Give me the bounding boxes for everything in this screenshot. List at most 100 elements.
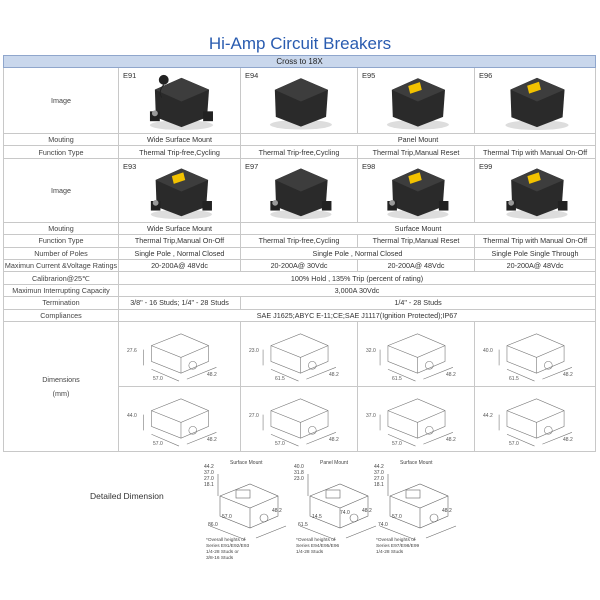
drawing-title: Panel Mount	[320, 460, 349, 466]
dimension-value: 57.0	[392, 514, 402, 520]
row-label-image: Image	[3, 157, 119, 223]
calibration-value: 100% Hold , 135% Trip (percent of rating…	[117, 271, 597, 285]
rating-value: 20-200A@ 48Vdc	[357, 258, 475, 273]
model-label: E96	[479, 71, 493, 80]
dimension-value: 61.5	[392, 375, 402, 382]
breaker-image	[359, 69, 474, 133]
row-label-termination: Termination	[3, 296, 119, 310]
row-label-dimensions: Dimensions (mm)	[3, 320, 119, 452]
dimensions-label: Dimensions	[42, 374, 80, 384]
product-cell: E94	[240, 67, 358, 134]
dimension-value: 61.5	[298, 522, 308, 528]
dimension-value: 48.2	[362, 508, 372, 514]
breaker-image	[242, 159, 357, 221]
rating-value: 20-200A@ 48Vdc	[118, 258, 241, 273]
dimension-value: 48.2	[329, 371, 339, 378]
mounting-value: Wide Surface Mount	[118, 221, 241, 236]
dimension-value: 48.2	[442, 508, 452, 514]
dimension-value: 27.0	[249, 412, 259, 419]
product-cell: E91	[118, 67, 241, 134]
function-value: Thermal Trip,Manual Reset	[357, 234, 475, 248]
product-cell: E97	[240, 157, 358, 223]
dimension-value: 23.0	[249, 347, 259, 354]
function-value: Thermal Trip,Manual On-Off	[118, 234, 241, 248]
breaker-image	[359, 159, 474, 221]
note-line: *Overall heights of	[206, 538, 246, 543]
dimension-value: 48.2	[446, 436, 456, 443]
row-label-ratings: Maximun Current &Voltage Ratings	[3, 258, 119, 273]
dimension-value: 44.0	[127, 412, 137, 419]
dimension-drawing: 23.0 61.5 48.2	[240, 320, 358, 387]
breaker-image	[476, 69, 595, 133]
row-label-mounting: Mouting	[3, 132, 119, 147]
page-title: Hi-Amp Circuit Breakers	[208, 34, 392, 53]
row-label-interrupt: Maximun Interrupting Capacity	[3, 283, 119, 298]
note-line: 1/4-28 Studs	[296, 550, 324, 555]
rating-value: 20-200A@ 48Vdc	[473, 258, 597, 273]
model-label: E99	[479, 161, 493, 171]
mounting-value: Wide Surface Mount	[118, 132, 241, 147]
dimension-value: 61.5	[275, 375, 285, 382]
note-line: Series E97/E98/E99	[376, 544, 420, 549]
note-line: Series E91/E92/E93	[206, 544, 250, 549]
product-cell: E95	[357, 67, 475, 134]
note-line: *Overall heights of	[376, 538, 416, 543]
row-label-mounting: Mouting	[3, 221, 119, 236]
height-value: 44.2	[204, 464, 214, 470]
dimension-drawing: 44.0 57.0 48.2	[118, 385, 241, 452]
row-label-calibration: Calibrarion@25℃	[3, 271, 119, 285]
height-value: 23.0	[294, 476, 304, 482]
model-label: E98	[362, 161, 376, 171]
dimension-value: 32.0	[366, 347, 376, 354]
dimension-value: 57.0	[222, 514, 232, 520]
dimension-value: 40.0	[483, 347, 493, 354]
poles-value: Single Pole Single Through	[473, 246, 597, 260]
row-label-function: Function Type	[3, 234, 119, 248]
product-cell: E99	[473, 157, 597, 223]
dimension-drawing: 27.6 57.0 48.2	[118, 320, 241, 387]
note-line: 3/8-16 Studs	[206, 556, 234, 561]
model-label: E91	[123, 71, 137, 80]
dimensions-unit: (mm)	[52, 388, 70, 398]
row-label-function: Function Type	[3, 145, 119, 159]
height-value: 31.8	[294, 470, 304, 476]
row-label-compliances: Compliances	[3, 308, 119, 322]
function-value: Thermal Trip with Manual On-Off	[473, 145, 597, 159]
note-line: 1/4-28 Studs	[376, 550, 404, 555]
dimension-value: 48.2	[563, 371, 573, 378]
breaker-image	[476, 159, 595, 221]
dimension-value: 48.2	[446, 371, 456, 378]
termination-value: 1/4" - 28 Studs	[239, 296, 597, 310]
dimension-value: 86.0	[208, 522, 218, 528]
function-value: Thermal Trip-free,Cycling	[240, 145, 358, 159]
dimension-value: 57.0	[509, 440, 519, 447]
function-value: Thermal Trip-free,Cycling	[118, 145, 241, 159]
dimension-value: 48.2	[207, 436, 217, 443]
interrupt-value: 3,000A 30Vdc	[117, 283, 597, 298]
dimension-value: 57.0	[153, 375, 163, 382]
dimension-drawing: 32.0 61.5 48.2	[357, 320, 475, 387]
note-line: 1/4-28 Studs or	[206, 550, 239, 555]
function-value: Thermal Trip with Manual On-Off	[473, 234, 597, 248]
poles-value: Single Pole , Normal Closed	[118, 246, 241, 260]
note-line: *Overall heights of	[296, 538, 336, 543]
dimension-value: 57.0	[153, 440, 163, 447]
dimension-value: 27.6	[127, 347, 137, 354]
height-value: 37.0	[204, 470, 214, 476]
breaker-image	[120, 159, 240, 221]
dimension-value: 44.2	[483, 412, 493, 419]
height-value: 27.0	[374, 476, 384, 482]
model-label: E93	[123, 161, 137, 171]
dimension-value: 57.0	[275, 440, 285, 447]
dimension-value: 48.2	[207, 371, 217, 378]
termination-value: 3/8" - 16 Studs; 1/4" - 28 Studs	[118, 296, 241, 310]
note-line: Series E94/E95/E96	[296, 544, 340, 549]
function-value: Thermal Trip-free,Cycling	[240, 234, 358, 248]
